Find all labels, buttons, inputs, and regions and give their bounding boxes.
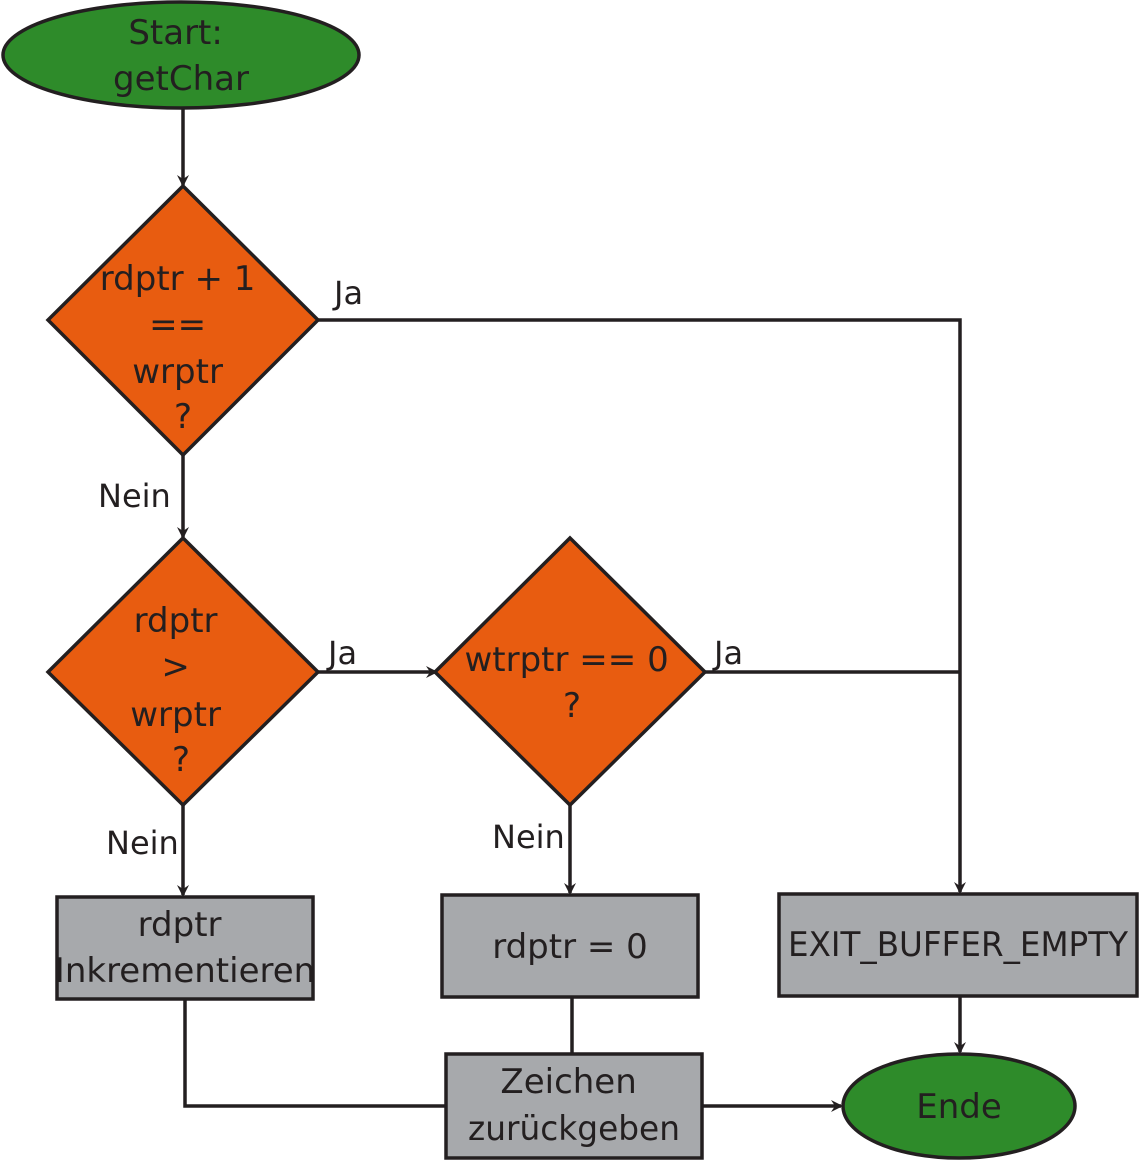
end-node: Ende: [841, 1052, 1077, 1160]
edge-label-d2-yes: Ja: [326, 634, 357, 672]
process-exit-line-1: EXIT_BUFFER_EMPTY: [788, 925, 1128, 965]
edge-labels: Ja Nein Ja Nein Ja Nein: [98, 274, 743, 862]
process-reset-box: [440, 893, 700, 999]
process-reset-line-1: rdptr = 0: [492, 927, 648, 967]
start-label-line-2: getChar: [113, 59, 249, 99]
decision-1-line-2: ==: [149, 305, 206, 345]
process-reset-node: rdptr = 0: [440, 893, 700, 999]
process-reset-label: rdptr = 0: [492, 927, 648, 967]
end-ellipse: [841, 1052, 1077, 1160]
decision-2-node: rdptr > wrptr ?: [45, 535, 321, 808]
start-ellipse: [1, 0, 361, 110]
process-return-node: Zeichen zurückgeben: [444, 1052, 704, 1160]
edge-label-d1-no: Nein: [98, 477, 171, 515]
decision-1-diamond: [45, 183, 321, 458]
connectors: [177, 108, 966, 1112]
edge-label-d3-no: Nein: [492, 818, 565, 856]
start-label: Start: getChar: [113, 13, 249, 99]
decision-2-line-3: wrptr: [130, 695, 221, 735]
decision-3-line-1: wtrptr == 0: [464, 640, 668, 680]
process-return-box: [444, 1052, 704, 1160]
edge-label-d1-yes: Ja: [332, 274, 363, 312]
end-label: Ende: [916, 1087, 1002, 1127]
decision-1-line-1: rdptr + 1: [100, 259, 256, 299]
decision-1-line-3: wrptr: [132, 352, 223, 392]
edge-label-d2-no: Nein: [106, 824, 179, 862]
decision-2-line-2: >: [161, 647, 190, 687]
decision-3-line-2: ?: [563, 686, 581, 726]
edge-label-d3-yes: Ja: [712, 634, 743, 672]
process-increment-box: [55, 895, 315, 1001]
decision-3-label: wtrptr == 0 ?: [464, 640, 679, 726]
process-exit-box: [777, 892, 1139, 998]
start-label-line-1: Start:: [128, 13, 223, 53]
process-return-line-2: zurückgeben: [468, 1109, 680, 1149]
edge-increment-to-return: [183, 999, 446, 1108]
decision-1-node: rdptr + 1 == wrptr ?: [45, 183, 321, 458]
process-increment-line-1: rdptr: [138, 905, 222, 945]
decision-2-line-4: ?: [172, 740, 190, 780]
process-return-label: Zeichen zurückgeben: [468, 1062, 680, 1149]
decision-2-label: rdptr > wrptr ?: [130, 601, 232, 780]
decision-1-label: rdptr + 1 == wrptr ?: [100, 259, 266, 437]
decision-1-line-4: ?: [174, 397, 192, 437]
decision-3-diamond: [432, 535, 708, 808]
process-exit-label: EXIT_BUFFER_EMPTY: [788, 925, 1128, 965]
start-node: Start: getChar: [1, 0, 361, 110]
process-increment-line-2: Inkrementieren: [55, 951, 315, 991]
process-exit-node: EXIT_BUFFER_EMPTY: [777, 892, 1139, 998]
decision-3-node: wtrptr == 0 ?: [432, 535, 708, 808]
decision-2-diamond: [45, 535, 321, 808]
end-label-line-1: Ende: [916, 1087, 1002, 1127]
process-return-line-1: Zeichen: [500, 1062, 636, 1102]
process-increment-label: rdptr Inkrementieren: [55, 905, 315, 991]
edge-d1-yes-to-exit: [318, 318, 966, 894]
process-increment-node: rdptr Inkrementieren: [55, 895, 315, 1001]
decision-2-line-1: rdptr: [134, 601, 218, 641]
